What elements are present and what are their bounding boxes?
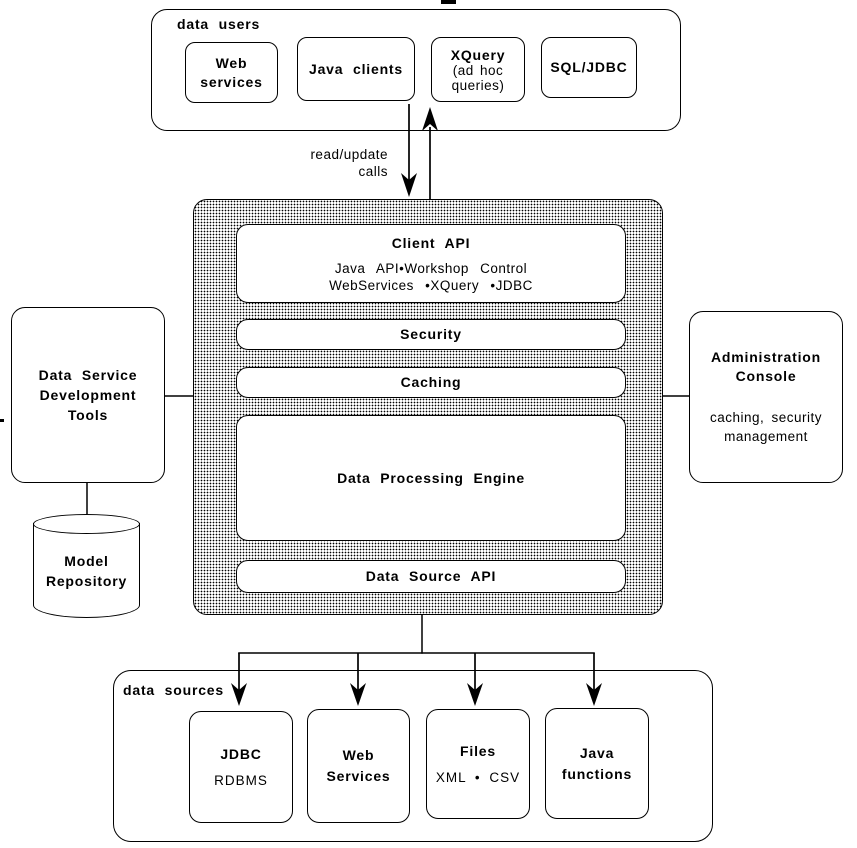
model-repository-cylinder-body: [33, 523, 140, 618]
web-services-source-box: Web Services: [307, 709, 410, 823]
client-api-title: Client API: [391, 235, 471, 251]
admin-console-sublabel: caching, security management: [709, 410, 823, 444]
xquery-box: XQuery (ad hoc queries): [431, 37, 525, 102]
cropped-artifact-top: [441, 0, 456, 4]
files-source-sublabel: XML • CSV: [435, 770, 521, 785]
caching-layer-box: Caching: [236, 367, 626, 398]
jdbc-source-box: JDBC RDBMS: [189, 711, 293, 823]
read-update-calls-label: read/update calls: [310, 147, 388, 179]
admin-console-box: Administration Console caching, security…: [689, 311, 843, 483]
java-clients-box: Java clients: [297, 37, 415, 101]
files-source-title: Files: [460, 743, 496, 759]
web-services-client-box: Web services: [185, 42, 278, 103]
web-services-client-label: Web services: [200, 54, 263, 90]
jdbc-source-sublabel: RDBMS: [214, 773, 268, 788]
client-api-sublabel: Java API•Workshop Control WebServices •X…: [329, 261, 533, 293]
sql-jdbc-label: SQL/JDBC: [550, 59, 628, 75]
admin-console-title: Administration Console: [711, 349, 821, 384]
data-processing-engine-box: Data Processing Engine: [236, 415, 626, 541]
jdbc-source-title: JDBC: [220, 746, 262, 762]
data-sources-label: data sources: [123, 682, 224, 698]
xquery-label: XQuery: [450, 46, 506, 63]
security-layer-label: Security: [400, 326, 462, 342]
data-source-api-label: Data Source API: [365, 568, 497, 584]
security-layer-box: Security: [236, 319, 626, 350]
xquery-sublabel: (ad hoc queries): [451, 62, 505, 93]
caching-layer-label: Caching: [400, 374, 462, 390]
sql-jdbc-box: SQL/JDBC: [541, 37, 637, 98]
java-functions-source-label: Java functions: [561, 744, 633, 782]
model-repository-label: Model Repository: [45, 553, 128, 589]
data-source-api-box: Data Source API: [236, 560, 626, 593]
data-users-label: data users: [177, 16, 261, 32]
model-repository-cylinder-top: [33, 514, 140, 534]
dev-tools-box: Data Service Development Tools: [11, 307, 165, 483]
data-processing-engine-label: Data Processing Engine: [337, 469, 525, 486]
java-clients-label: Java clients: [309, 60, 403, 77]
web-services-source-label: Web Services: [326, 747, 391, 784]
client-api-box: Client API Java API•Workshop Control Web…: [236, 224, 626, 303]
files-source-box: Files XML • CSV: [426, 709, 530, 819]
java-functions-source-box: Java functions: [545, 708, 649, 819]
dev-tools-label: Data Service Development Tools: [38, 367, 138, 423]
cropped-artifact-left: [0, 419, 4, 422]
